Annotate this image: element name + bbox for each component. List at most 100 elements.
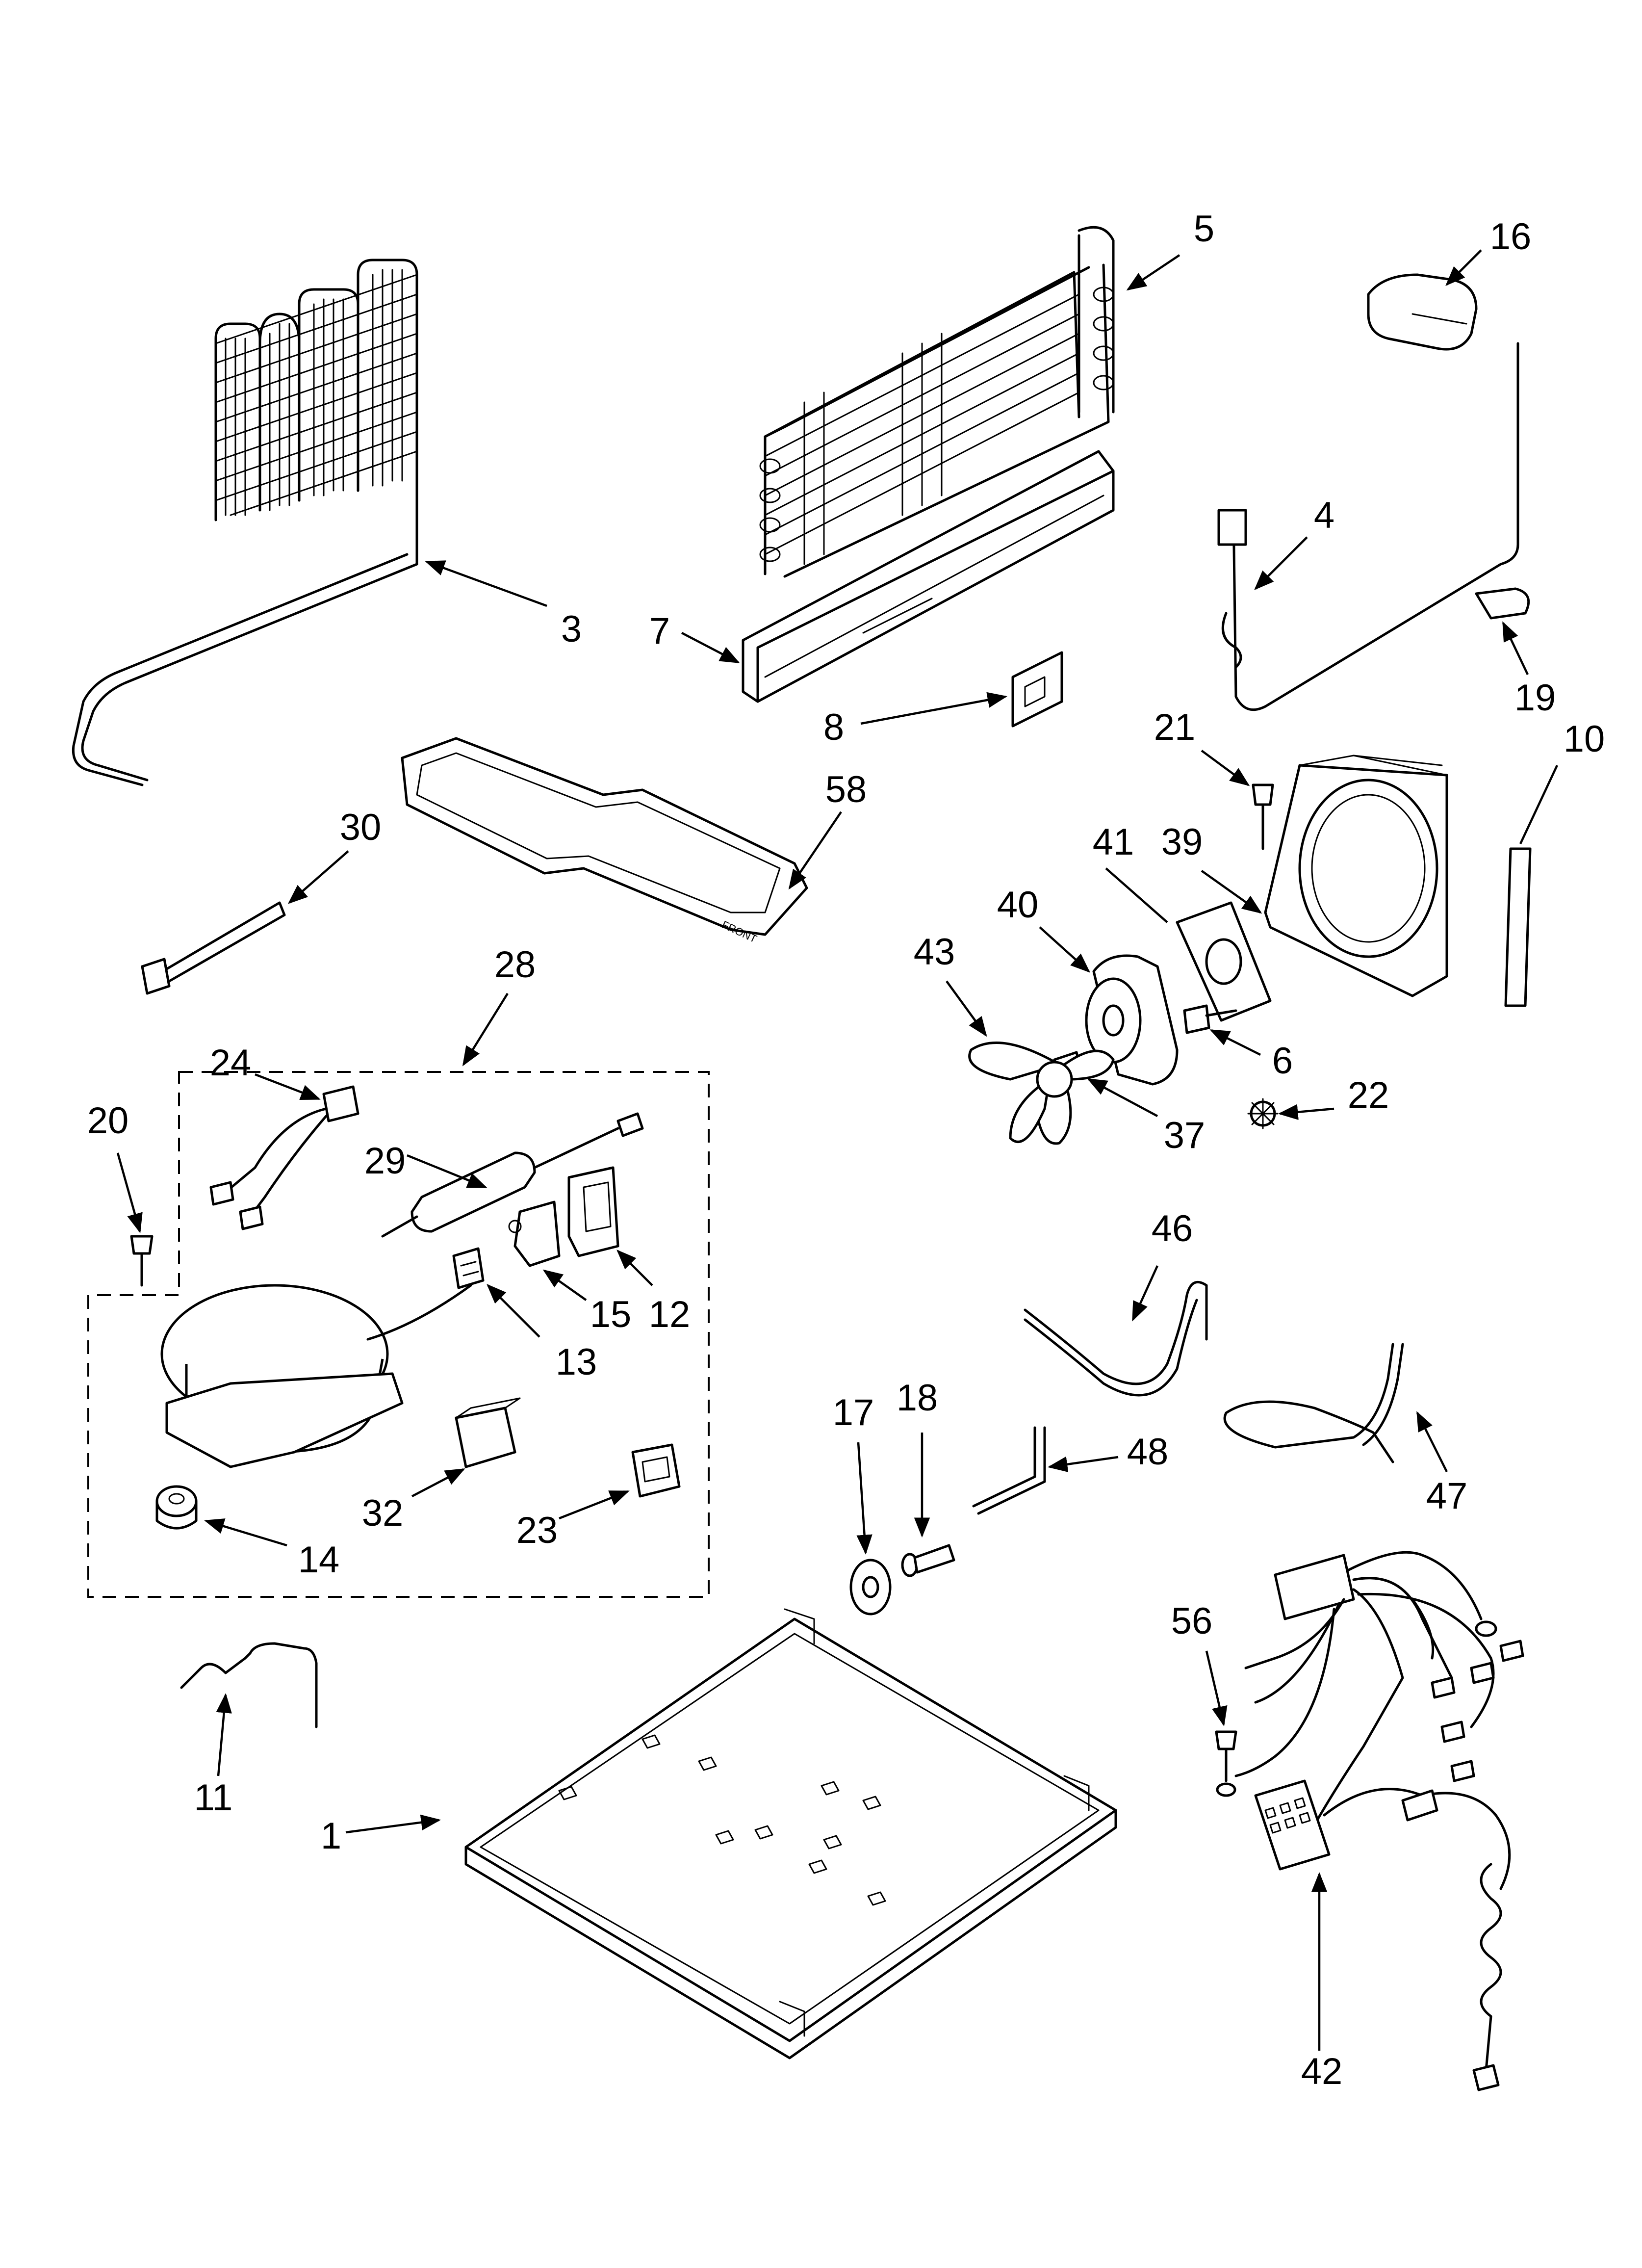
label-10: 10	[1564, 718, 1605, 760]
fan-motor	[1085, 954, 1179, 1086]
label-47: 47	[1426, 1475, 1468, 1517]
callout-19: 19	[1502, 621, 1556, 719]
callout-43: 43	[914, 931, 987, 1037]
callout-4: 4	[1254, 495, 1334, 590]
callout-18: 18	[897, 1377, 938, 1538]
callout-1: 1	[321, 1814, 441, 1857]
gasket-strip	[1504, 847, 1532, 1007]
label-19: 19	[1514, 677, 1556, 719]
label-14: 14	[298, 1539, 340, 1581]
label-16: 16	[1490, 216, 1532, 258]
evaporator-tray	[742, 450, 1115, 703]
callout-20: 20	[87, 1100, 143, 1233]
fan-blade	[968, 1042, 1115, 1145]
callout-5: 5	[1126, 208, 1214, 291]
condenser-coil	[72, 259, 418, 786]
callout-23: 23	[516, 1490, 630, 1551]
relay-15	[508, 1200, 561, 1267]
callout-42: 42	[1301, 1872, 1343, 2092]
callout-41: 41	[1093, 821, 1168, 923]
callout-46: 46	[1131, 1208, 1193, 1322]
overload-harness	[209, 1085, 359, 1230]
callout-56: 56	[1171, 1600, 1228, 1726]
label-42: 42	[1301, 2051, 1343, 2092]
base-frame	[464, 1608, 1117, 2059]
label-4: 4	[1314, 495, 1334, 536]
label-18: 18	[897, 1377, 938, 1419]
mounting-clip	[1011, 651, 1063, 728]
callout-40: 40	[997, 884, 1091, 973]
capacitor	[455, 1397, 521, 1468]
label-17: 17	[833, 1392, 874, 1434]
compressor	[160, 1284, 472, 1468]
label-20: 20	[87, 1100, 129, 1142]
screw-56	[1215, 1730, 1237, 1797]
label-29: 29	[364, 1140, 406, 1182]
callout-28: 28	[462, 944, 536, 1067]
roller-axle	[901, 1544, 955, 1577]
wiring-harness	[1234, 1551, 1524, 2091]
grommet	[155, 1485, 198, 1530]
callout-13: 13	[487, 1284, 597, 1383]
label-12: 12	[649, 1294, 691, 1335]
callout-47: 47	[1416, 1411, 1468, 1517]
label-23: 23	[516, 1510, 558, 1551]
evaporator-coil	[759, 226, 1115, 578]
callout-24: 24	[210, 1042, 321, 1100]
label-48: 48	[1127, 1431, 1169, 1473]
label-32: 32	[362, 1492, 404, 1534]
label-21: 21	[1154, 706, 1196, 748]
label-13: 13	[556, 1341, 597, 1383]
thermostat-cap	[1367, 273, 1478, 351]
callout-17: 17	[833, 1392, 874, 1555]
drain-pan: FRONT	[401, 737, 808, 945]
cable-clip	[1475, 587, 1530, 620]
tube-48	[972, 1426, 1046, 1515]
label-30: 30	[340, 807, 382, 848]
callout-58: 58	[788, 769, 867, 890]
label-24: 24	[210, 1042, 252, 1084]
callout-8: 8	[823, 692, 1007, 748]
label-28: 28	[494, 944, 536, 986]
label-58: 58	[825, 769, 867, 810]
tube-46	[1024, 1280, 1208, 1397]
callout-21: 21	[1154, 706, 1250, 786]
callout-3: 3	[425, 560, 582, 650]
gear-nut	[1247, 1098, 1279, 1129]
callout-12: 12	[616, 1250, 691, 1335]
label-22: 22	[1348, 1074, 1389, 1116]
kit-boundary-28	[87, 1071, 710, 1598]
callout-29: 29	[364, 1140, 487, 1189]
screw-21	[1252, 783, 1274, 850]
motor-gasket-plate	[1176, 901, 1272, 1022]
callout-11: 11	[194, 1693, 233, 1819]
callout-16: 16	[1445, 216, 1532, 286]
label-56: 56	[1171, 1600, 1213, 1642]
tube-47	[1223, 1343, 1404, 1463]
label-39: 39	[1161, 821, 1203, 863]
callout-7: 7	[649, 610, 740, 663]
fan-shroud	[1264, 755, 1448, 997]
label-1: 1	[321, 1815, 341, 1857]
callout-48: 48	[1047, 1431, 1169, 1473]
roller-wheel	[849, 1559, 892, 1616]
callout-22: 22	[1278, 1074, 1389, 1120]
overload-protector	[452, 1247, 485, 1289]
label-41: 41	[1093, 821, 1134, 863]
callout-15: 15	[542, 1269, 632, 1335]
label-15: 15	[590, 1294, 632, 1335]
cable-tie	[141, 901, 286, 995]
filter-drier	[381, 1112, 644, 1238]
callout-37: 37	[1087, 1078, 1205, 1156]
label-11: 11	[194, 1777, 233, 1819]
relay-cover-12	[567, 1166, 619, 1257]
label-8: 8	[823, 706, 844, 748]
callout-14: 14	[204, 1518, 340, 1581]
callout-39: 39	[1161, 821, 1262, 914]
label-6: 6	[1272, 1040, 1293, 1082]
label-46: 46	[1152, 1208, 1193, 1250]
label-5: 5	[1194, 208, 1214, 250]
label-3: 3	[561, 608, 582, 650]
